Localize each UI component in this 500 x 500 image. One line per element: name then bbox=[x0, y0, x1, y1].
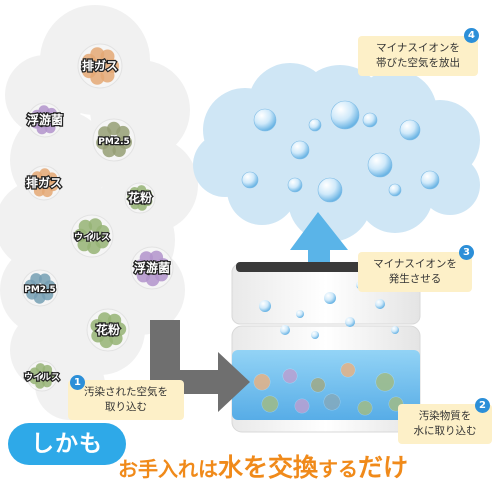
ion-droplet bbox=[391, 326, 399, 334]
step-3-badge: 3 bbox=[459, 245, 474, 260]
pollutant-label: 浮游菌 bbox=[27, 112, 63, 127]
step-3-callout: マイナスイオンを 発生させる bbox=[358, 252, 472, 292]
captured-pollutant bbox=[357, 400, 373, 416]
pollutant-label: 浮游菌 bbox=[134, 260, 170, 275]
captured-pollutant bbox=[375, 372, 395, 392]
ion-droplets bbox=[241, 100, 440, 203]
step-1-badge: 1 bbox=[70, 375, 85, 390]
pollutant-orb: PM2.5 bbox=[92, 118, 136, 162]
ion-droplet bbox=[330, 100, 360, 130]
pollutant-label: PM2.5 bbox=[98, 137, 130, 147]
pollutant-orb: 排ガス bbox=[77, 43, 123, 89]
air-purifier bbox=[231, 262, 421, 433]
ion-droplet bbox=[311, 331, 319, 339]
ion-droplets-rising bbox=[259, 281, 399, 339]
step-4-callout: マイナスイオンを 帯びた空気を放出 bbox=[358, 36, 478, 76]
captured-pollutant bbox=[310, 377, 326, 393]
ion-droplet bbox=[290, 140, 310, 160]
ion-droplet bbox=[345, 317, 355, 327]
pollutant-label: 花粉 bbox=[128, 190, 152, 205]
water-tank bbox=[232, 350, 420, 420]
ion-droplet bbox=[296, 310, 304, 318]
ion-droplet bbox=[317, 177, 343, 203]
ion-droplet bbox=[399, 119, 421, 141]
ion-droplet bbox=[324, 292, 336, 304]
captured-pollutant bbox=[340, 362, 356, 378]
step-1-callout: 汚染された空気を 取り込む bbox=[68, 380, 184, 420]
pollutant-label: ウイルス bbox=[24, 372, 60, 383]
pollutant-orb: PM2.5 bbox=[21, 269, 59, 307]
headline: お手入れは水を交換するだけ bbox=[118, 453, 409, 482]
step-2-badge: 2 bbox=[475, 398, 490, 413]
ion-droplet bbox=[420, 170, 440, 190]
pollutant-label: 花粉 bbox=[96, 322, 120, 337]
pollutant-orb: 排ガス bbox=[25, 165, 63, 201]
ion-droplet bbox=[362, 112, 378, 128]
ion-droplet bbox=[241, 171, 259, 189]
pollutant-label: 排ガス bbox=[82, 58, 118, 73]
ion-droplet bbox=[280, 325, 290, 335]
clean-air-cloud bbox=[193, 63, 480, 242]
ion-droplet bbox=[375, 299, 385, 309]
ion-droplet bbox=[259, 300, 271, 312]
ion-droplet bbox=[388, 183, 402, 197]
pollutant-label: 排ガス bbox=[26, 175, 62, 190]
up-arrow bbox=[290, 212, 348, 262]
step-4-badge: 4 bbox=[464, 28, 479, 43]
pollutant-orb: 浮游菌 bbox=[26, 102, 64, 138]
ion-droplet bbox=[253, 108, 277, 132]
pollutant-label: ウイルス bbox=[74, 232, 110, 243]
pollutant-orb: 花粉 bbox=[86, 308, 130, 352]
pollutant-orb: 浮游菌 bbox=[130, 246, 174, 290]
ion-droplet bbox=[367, 152, 393, 178]
shikamo-badge: しかも bbox=[8, 423, 126, 465]
ion-droplet bbox=[308, 118, 322, 132]
polluted-cloud bbox=[0, 5, 198, 420]
pollutant-label: PM2.5 bbox=[24, 285, 56, 295]
ion-droplet bbox=[287, 177, 303, 193]
pollutant-orb: 花粉 bbox=[124, 182, 156, 214]
captured-pollutant bbox=[294, 398, 310, 414]
pollutant-orb: ウイルス bbox=[70, 214, 114, 258]
captured-pollutant bbox=[282, 368, 298, 384]
captured-pollutant bbox=[253, 373, 271, 391]
captured-pollutant bbox=[261, 395, 279, 413]
pollutant-orb: ウイルス bbox=[23, 360, 61, 392]
captured-pollutant bbox=[323, 393, 341, 411]
